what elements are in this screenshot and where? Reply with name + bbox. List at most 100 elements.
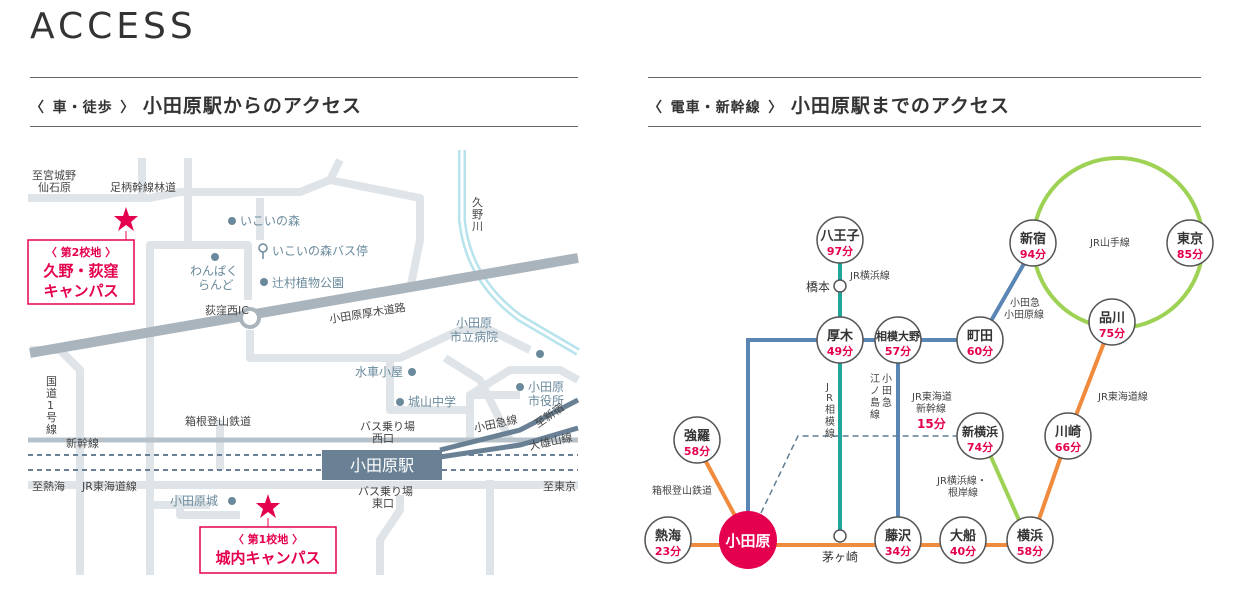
station-ofuna[interactable]: 大船 40分 — [939, 516, 987, 564]
jozan-dot — [396, 398, 404, 406]
station-machida-name: 町田 — [967, 329, 993, 344]
label-wanpaku-2: らんど — [198, 278, 234, 292]
station-shinyokohama[interactable]: 新横浜 74分 — [956, 412, 1004, 460]
campus2-star-icon — [114, 207, 138, 231]
daiyuzan-track — [439, 425, 579, 460]
label-city-office-2: 市役所 — [528, 393, 564, 408]
line-label-jr-yamanote: JR山手線 — [1089, 236, 1130, 249]
station-kawasaki[interactable]: 川崎 66分 — [1044, 412, 1092, 460]
label-route1-3: 1 — [47, 399, 54, 412]
odakyu-track — [439, 397, 580, 453]
station-shinagawa-time: 75分 — [1099, 326, 1125, 340]
station-atsugi[interactable]: 厚木 49分 — [816, 316, 864, 364]
label-route1-5: 線 — [46, 422, 57, 436]
line-label-jr-sagami-3: 相 — [825, 403, 835, 416]
odawara-station-box — [322, 450, 442, 480]
station-gora-name: 強羅 — [684, 428, 710, 444]
line-label-jr-sagami-2: R — [826, 393, 833, 404]
bus-stop-icon — [258, 243, 268, 259]
label-city-hospital-2: 市立病院 — [450, 329, 498, 344]
page-title: ACCESS — [30, 6, 197, 47]
shinkansen-time: 15分 — [917, 416, 946, 431]
station-tokyo-time: 85分 — [1177, 247, 1203, 261]
station-tokyo[interactable]: 東京 85分 — [1166, 219, 1214, 267]
local-roads — [28, 158, 580, 575]
label-suisha: 水車小屋 — [355, 365, 403, 379]
campus2-line1: 久野・荻窪 — [43, 262, 118, 280]
odakyu-odawara-line — [746, 338, 980, 545]
chigasaki-station-marker — [833, 529, 847, 543]
station-kawasaki-time: 66分 — [1055, 440, 1081, 454]
station-tokyo-name: 東京 — [1177, 231, 1203, 247]
station-gora[interactable]: 強羅 58分 — [673, 416, 721, 464]
station-machida[interactable]: 町田 60分 — [956, 316, 1004, 364]
hashimoto-station-marker — [833, 279, 847, 293]
station-odawara-name: 小田原 — [725, 532, 770, 550]
label-odawara-castle: 小田原城 — [170, 494, 218, 508]
campus2-callout: 〈 第2校地 〉 久野・荻窪 キャンパス — [27, 239, 135, 305]
suisha-dot — [408, 368, 416, 376]
label-tsujimura: 辻村植物公園 — [272, 275, 344, 290]
label-jr-tokaido: JR東海道線 — [81, 479, 137, 493]
left-section-heading: 〈 車・徒歩 〉 小田原駅からのアクセス — [30, 91, 362, 118]
label-to-tokyo: 至東京 — [543, 479, 576, 493]
label-kuno-river-3: 川 — [472, 220, 483, 233]
line-label-jr-sagami-1: J — [825, 382, 829, 393]
campus1-callout: 〈 第1校地 〉 城内キャンパス — [199, 526, 337, 574]
wanpaku-dot — [211, 253, 219, 261]
chigasaki-label: 茅ヶ崎 — [822, 550, 858, 564]
campus2-line2: キャンパス — [43, 282, 118, 300]
station-shinagawa-name: 品川 — [1099, 311, 1125, 326]
label-bus-west-1: バス乗り場 — [360, 420, 415, 433]
station-ofuna-time: 40分 — [950, 544, 976, 558]
label-bus-east-2: 東口 — [372, 497, 394, 510]
station-yokohama[interactable]: 横浜 58分 — [1006, 516, 1054, 564]
label-city-office-1: 小田原 — [528, 380, 564, 394]
shinkansen-line — [747, 435, 980, 541]
station-machida-time: 60分 — [967, 344, 993, 358]
line-label-odakyu-odawara-2: 小田原線 — [1004, 308, 1044, 321]
label-bus-east-1: バス乗り場 — [358, 485, 413, 498]
right-section-category: 電車・新幹線 — [670, 100, 761, 116]
line-label-odakyu-b-4: 線 — [870, 408, 880, 421]
station-atsugi-name: 厚木 — [827, 328, 854, 344]
left-header-top-rule — [30, 77, 578, 78]
station-gora-time: 58分 — [684, 444, 710, 458]
city-office-dot — [516, 383, 524, 391]
station-sagamiono[interactable]: 相模大野 57分 — [874, 316, 922, 364]
station-atami[interactable]: 熱海 23分 — [644, 516, 692, 564]
station-hachioji-name: 八王子 — [819, 229, 859, 244]
label-route1-4: 号 — [46, 411, 57, 424]
label-shinkansen: 新幹線 — [66, 436, 99, 450]
label-route1-2: 道 — [46, 386, 57, 400]
atsugi-expressway — [29, 253, 579, 358]
hospital-dot — [536, 350, 544, 358]
line-label-odakyu-b-3: 島 — [870, 396, 880, 409]
label-shigino: 至宮城野 — [32, 168, 76, 182]
station-atami-time: 23分 — [655, 544, 681, 558]
station-sagamiono-name: 相模大野 — [876, 329, 920, 343]
station-fujisawa-name: 藤沢 — [885, 528, 912, 544]
station-atami-name: 熱海 — [655, 528, 681, 544]
line-label-shinkansen-1: JR東海道 — [911, 390, 952, 403]
label-kuno-river-1: 久 — [472, 196, 483, 209]
ikoi-forest-dot — [228, 217, 236, 225]
line-label-jr-sagami-4: 模 — [825, 416, 835, 428]
label-ogikubo-ic: 荻窪西IC — [205, 303, 249, 317]
left-header-bottom-rule — [30, 126, 578, 127]
station-shinagawa[interactable]: 品川 75分 — [1088, 298, 1136, 346]
line-label-odakyu-odawara-1: 小田急 — [1010, 296, 1040, 309]
station-fujisawa[interactable]: 藤沢 34分 — [874, 516, 922, 564]
label-wanpaku-1: わんぱく — [190, 264, 238, 278]
station-atsugi-time: 49分 — [827, 344, 853, 358]
station-hachioji[interactable]: 八王子 97分 — [816, 216, 864, 264]
station-odawara[interactable]: 小田原 — [719, 511, 777, 569]
label-ikoi-bus: いこいの森バス停 — [272, 243, 368, 258]
line-label-jr-sagami-5: 線 — [825, 427, 835, 440]
left-section-category: 車・徒歩 — [52, 100, 113, 116]
right-section-bracket-open: 〈 — [648, 100, 663, 116]
station-shinyokohama-time: 74分 — [967, 440, 993, 454]
station-shinjuku[interactable]: 新宿 94分 — [1009, 219, 1057, 267]
station-ofuna-name: 大船 — [950, 528, 976, 544]
right-section-heading: 〈 電車・新幹線 〉 小田原駅までのアクセス — [648, 91, 1010, 118]
